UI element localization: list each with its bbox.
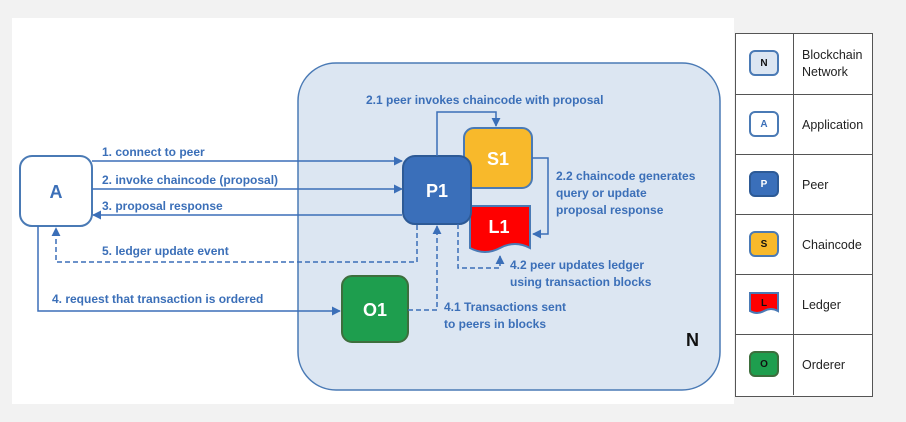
legend-label-application: Application [802,117,864,132]
flow-label-2-2-line3: proposal response [556,203,664,217]
flow-label-2-2-line1: 2.2 chaincode generates [556,169,696,183]
peer-icon: P [749,171,779,197]
arrow-peer-updates-ledger [457,224,505,269]
legend: N Blockchain Network A Application P Pee… [735,33,873,397]
legend-row-application: A Application [736,94,872,155]
flow-label-4: 4. request that transaction is ordered [52,292,263,306]
legend-label-orderer: Orderer [802,357,846,372]
network-icon: N [749,50,779,76]
application-icon: A [749,111,779,137]
arrow-request-ordered [37,226,341,316]
flow-label-2-1: 2.1 peer invokes chaincode with proposal [366,93,603,107]
legend-row-chaincode: S Chaincode [736,214,872,275]
flow-label-3: 3. proposal response [102,199,223,213]
legend-row-orderer: O Orderer [736,334,872,395]
flow-label-5: 5. ledger update event [102,244,229,258]
flow-label-4-1-line2: to peers in blocks [444,317,546,331]
orderer-icon: O [749,351,779,377]
flow-label-4-2-line1: 4.2 peer updates ledger [510,258,644,272]
legend-row-peer: P Peer [736,154,872,215]
flow-label-4-1-line1: 4.1 Transactions sent [444,300,566,314]
legend-row-ledger: L Ledger [736,274,872,335]
chaincode-icon: S [749,231,779,257]
flow-label-1: 1. connect to peer [102,145,205,159]
arrow-transactions-sent [408,225,442,311]
ledger-icon: L [749,291,779,317]
ledger-node [469,205,531,253]
ledger-icon-letter: L [761,298,767,309]
orderer-node [341,275,409,343]
peer-label: P1 [426,181,448,201]
application-node [19,155,93,227]
orderer-label: O1 [363,300,387,320]
legend-label-chaincode: Chaincode [802,237,862,252]
application-label: A [50,182,63,202]
network-label: N [686,330,699,350]
arrow-chaincode-response-visible [532,157,549,239]
legend-label-peer: Peer [802,177,829,192]
ledger-label: L1 [488,217,509,237]
flow-label-2-2-line2: query or update [556,186,647,200]
arrow-peer-invokes-chaincode [436,111,501,156]
arrow-ledger-update-event [51,225,418,263]
chaincode-label: S1 [487,149,509,169]
legend-label-network: Blockchain Network [802,48,863,79]
legend-label-ledger: Ledger [802,297,841,312]
legend-row-network: N Blockchain Network [736,34,872,94]
flow-label-2: 2. invoke chaincode (proposal) [102,173,278,187]
flow-label-4-2-line2: using transaction blocks [510,275,652,289]
